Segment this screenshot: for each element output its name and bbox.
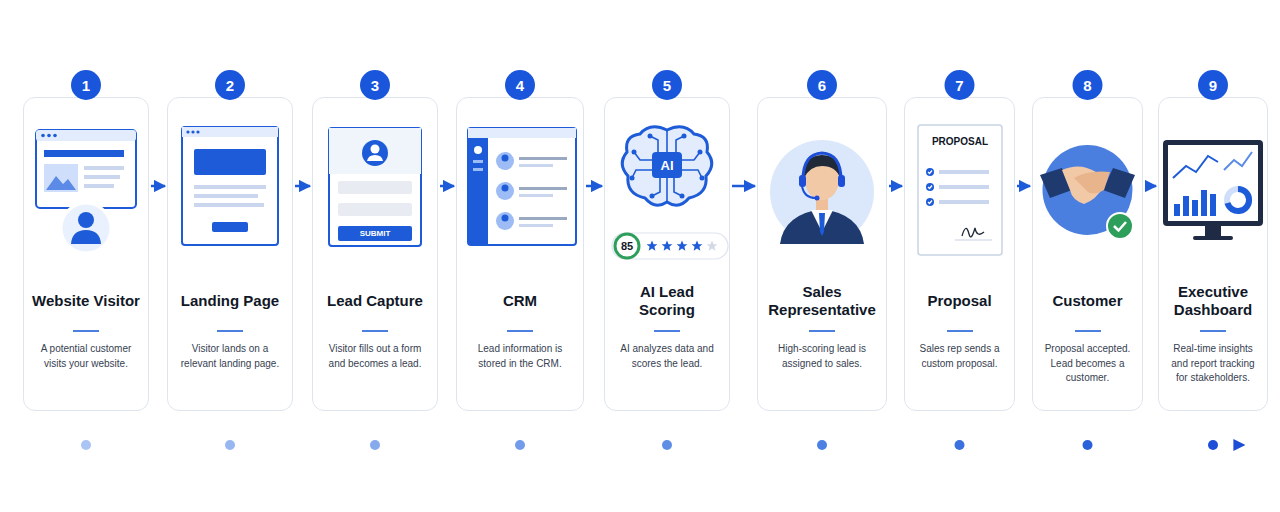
step-title: Landing Page bbox=[181, 281, 279, 321]
step-card: CustomerProposal accepted. Lead becomes … bbox=[1032, 97, 1143, 411]
proposal-document bbox=[918, 125, 1002, 255]
flow-arrow bbox=[1017, 185, 1030, 188]
step-title: AI Lead Scoring bbox=[612, 281, 722, 321]
flow-arrow bbox=[295, 185, 310, 188]
step-number: 5 bbox=[663, 78, 671, 93]
step-badges bbox=[71, 70, 1228, 100]
step-description: Sales rep sends a custom proposal. bbox=[912, 342, 1007, 371]
step-description: Lead information is stored in the CRM. bbox=[464, 342, 576, 371]
button-label: SUBMIT bbox=[360, 230, 391, 238]
step-card: CRM Lead information is stored in the CRM… bbox=[456, 97, 584, 411]
step-description: High-scoring lead is assigned to sales. bbox=[765, 342, 879, 371]
flow-arrow bbox=[889, 185, 902, 188]
step-description: Real-time insights and report tracking f… bbox=[1166, 342, 1260, 386]
timeline bbox=[34, 440, 1243, 450]
step-title: Lead Capture bbox=[327, 281, 423, 321]
flow-arrow bbox=[586, 185, 602, 188]
step-title: Proposal bbox=[927, 281, 991, 321]
title-divider bbox=[217, 330, 243, 332]
step-number: 4 bbox=[516, 78, 524, 93]
step-description: A potential customer visits your website… bbox=[31, 342, 141, 371]
step-description: AI analyzes data and scores the lead. bbox=[612, 342, 722, 371]
step-description: Visitor fills out a form and becomes a l… bbox=[320, 342, 430, 371]
flow-arrow bbox=[440, 185, 454, 188]
title-divider bbox=[362, 330, 388, 332]
score-value: 85 bbox=[621, 241, 633, 252]
title-divider bbox=[1200, 330, 1226, 332]
step-number: 6 bbox=[818, 78, 826, 93]
step-card: Landing PageVisitor lands on a relevant … bbox=[167, 97, 293, 411]
landing-page-icon bbox=[182, 127, 278, 245]
step-card: Sales RepresentativeHigh-scoring lead is… bbox=[757, 97, 887, 411]
flow-arrow bbox=[151, 185, 165, 188]
flow-arrow bbox=[732, 185, 755, 188]
step-title: CRM bbox=[503, 281, 537, 321]
title-divider bbox=[507, 330, 533, 332]
step-number: 9 bbox=[1209, 78, 1217, 93]
step-number: 1 bbox=[82, 78, 90, 93]
step-card: Lead CaptureVisitor fills out a form and… bbox=[312, 97, 438, 411]
ai-brain-icon bbox=[612, 127, 728, 259]
crm-window-icon bbox=[468, 128, 576, 245]
title-divider bbox=[654, 330, 680, 332]
step-card: Executive DashboardReal-time insights an… bbox=[1158, 97, 1268, 411]
browser-icon bbox=[36, 130, 136, 253]
step-title: Sales Representative bbox=[765, 281, 879, 321]
step-number: 3 bbox=[371, 78, 379, 93]
step-card: AI Lead Scoring AI analyzes data and scor… bbox=[604, 97, 730, 411]
step-number: 7 bbox=[955, 78, 963, 93]
chip-label: AI bbox=[661, 159, 674, 172]
title-divider bbox=[73, 330, 99, 332]
title-divider bbox=[1075, 330, 1101, 332]
title-divider bbox=[947, 330, 973, 332]
dashboard-monitor bbox=[1163, 140, 1263, 240]
step-description: Visitor lands on a relevant landing page… bbox=[175, 342, 285, 371]
flow-arrow bbox=[1145, 185, 1156, 188]
step-card: Website Visitor A potential customer visi… bbox=[23, 97, 149, 411]
document-heading: PROPOSAL bbox=[932, 137, 988, 147]
step-title: Customer bbox=[1052, 281, 1122, 321]
step-title: Executive Dashboard bbox=[1166, 281, 1260, 321]
step-description: Proposal accepted. Lead becomes a custom… bbox=[1040, 342, 1135, 386]
sales-rep-figure bbox=[770, 140, 874, 244]
step-title: Website Visitor bbox=[32, 281, 140, 321]
step-number: 8 bbox=[1083, 78, 1091, 93]
step-number: 2 bbox=[226, 78, 234, 93]
title-divider bbox=[809, 330, 835, 332]
handshake-icon bbox=[1040, 145, 1135, 239]
form-icon bbox=[329, 128, 421, 246]
